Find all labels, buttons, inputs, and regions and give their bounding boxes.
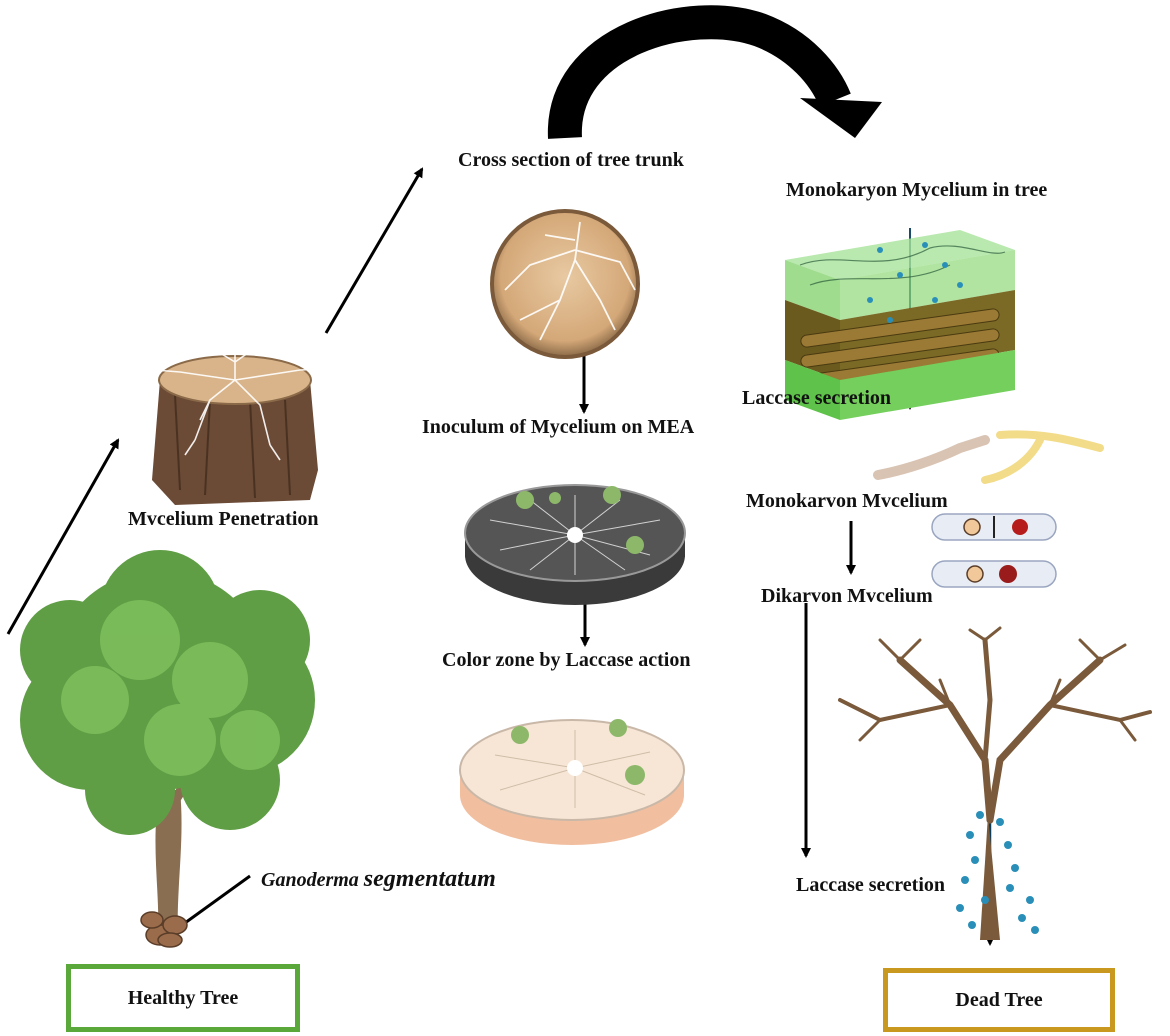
hyphae-illustration [873,430,1104,484]
label-cross-section: Cross section of tree trunk [458,149,684,171]
label-laccase-secretion-top: Laccase secretion [742,387,892,409]
healthy-tree-illustration [20,550,315,948]
label-dikaryon-mycelium: Dikarvon Mvcelium [761,585,933,607]
dead-tree-box: Dead Tree [883,968,1115,1032]
label-inoculum: Inoculum of Mycelium on MEA [422,416,695,438]
petri-dish-mea [464,484,686,605]
mating-slides [931,513,1057,588]
arrow-label-to-fruiting-body [176,874,251,930]
label-monokaryon-mycelium: Monokarvon Mvcelium [746,490,948,512]
dead-tree-label: Dead Tree [955,988,1043,1011]
label-color-zone: Color zone by Laccase action [442,649,691,671]
dead-tree-illustration [838,626,1152,940]
cross-section-illustration [490,209,640,359]
stump-illustration [129,347,346,505]
label-mycelium-penetration: Mvcelium Penetration [128,508,319,530]
curved-arrow [547,5,882,139]
label-species: Ganoderma segmentatum [261,866,496,893]
label-laccase-secretion-bottom: Laccase secretion [796,874,946,896]
species-genus: Ganoderma [261,869,359,891]
healthy-tree-label: Healthy Tree [127,986,239,1009]
label-monokaryon-in-tree: Monokaryon Mycelium in tree [786,179,1048,201]
species-epithet: segmentatum [363,866,496,892]
arrow-healthy-to-stump [6,438,120,635]
laccase-dots [956,811,1039,934]
monokaryon-cube-illustration [785,230,1015,420]
petri-dish-color-zone [459,719,685,845]
healthy-tree-box: Healthy Tree [66,964,300,1032]
arrow-stump-to-cross-section [324,167,424,334]
